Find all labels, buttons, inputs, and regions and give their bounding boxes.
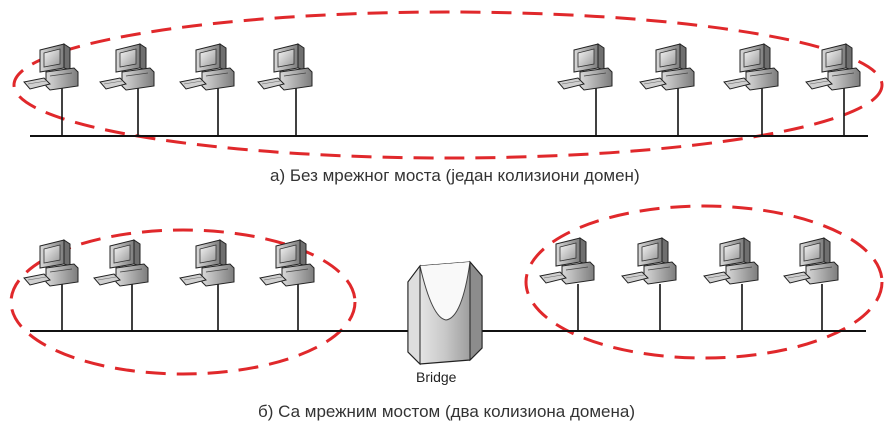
computer	[806, 44, 860, 136]
computers-a: desktop-computer-icon	[24, 44, 860, 136]
computer	[704, 238, 758, 331]
computer	[724, 44, 778, 136]
computer	[100, 44, 154, 136]
caption-without-bridge: а) Без мрежног моста (један колизиони до…	[270, 166, 640, 186]
computer	[258, 44, 312, 136]
computers-b-right	[540, 238, 838, 331]
computer	[640, 44, 694, 136]
computer: desktop-computer-icon	[24, 44, 78, 136]
computers-b-left	[24, 240, 314, 331]
computer	[558, 44, 612, 136]
caption-with-bridge: б) Са мрежним мостом (два колизиона доме…	[258, 402, 635, 422]
computer	[24, 240, 78, 331]
computer	[622, 238, 676, 331]
computer	[784, 238, 838, 331]
computer	[94, 240, 148, 331]
bridge-device-icon	[408, 262, 482, 364]
computer	[260, 240, 314, 331]
computer	[180, 44, 234, 136]
computer	[540, 238, 594, 331]
computer	[180, 240, 234, 331]
bridge-label: Bridge	[416, 369, 456, 385]
